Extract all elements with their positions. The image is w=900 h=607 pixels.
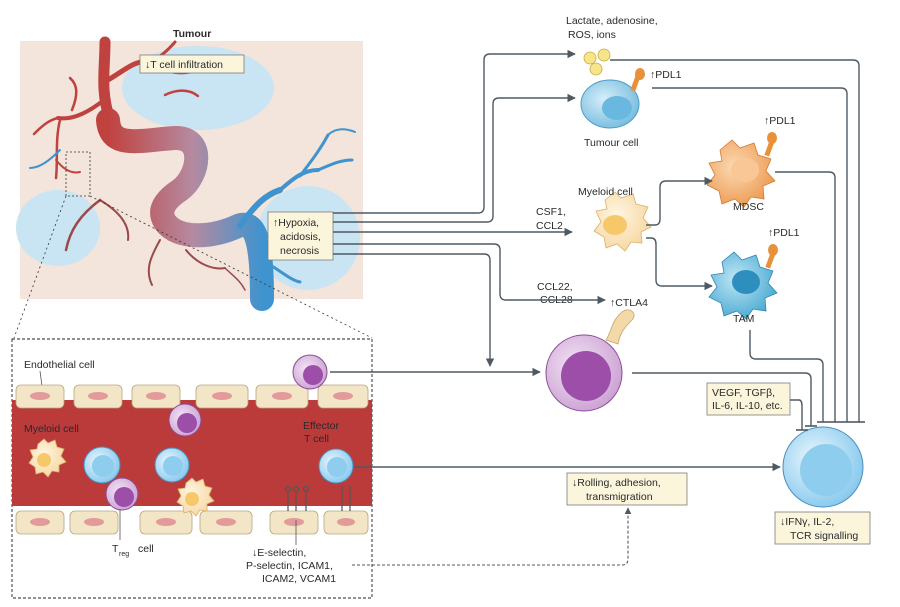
vegf-label-1: VEGF, TGFβ, bbox=[712, 387, 775, 399]
mdsc-cell: ↑PDL1 MDSC bbox=[706, 115, 796, 213]
treg-label-sub: reg bbox=[119, 551, 129, 558]
endothelial-row-top bbox=[15, 384, 369, 409]
arrows bbox=[330, 49, 865, 566]
rolling-box bbox=[566, 472, 688, 506]
effector-t-cell bbox=[318, 448, 354, 484]
hypoxia-label-1: ↑Hypoxia, bbox=[273, 217, 319, 229]
ccl22-label: CCL22, bbox=[537, 281, 573, 293]
ifn-label-1: ↓IFNγ, IL-2, bbox=[780, 516, 834, 528]
tumour-cell-label: Tumour cell bbox=[584, 137, 638, 149]
pdl1-tumour-label: ↑PDL1 bbox=[650, 69, 682, 81]
endothelial-cell-label: Endothelial cell bbox=[24, 359, 95, 371]
vein bbox=[29, 128, 356, 284]
lactate-molecules: Lactate, adenosine, ROS, ions bbox=[566, 15, 658, 76]
capillaries bbox=[64, 198, 246, 291]
tumour-panel: Tumour bbox=[16, 28, 363, 311]
effector-label-2: T cell bbox=[304, 433, 329, 445]
endothelial-row-bottom bbox=[15, 510, 369, 535]
selectin-label-1: ↓E-selectin, bbox=[252, 547, 306, 559]
zoom-line-left bbox=[13, 195, 67, 339]
zoom-region bbox=[65, 151, 91, 197]
ccl2-label: CCL2 bbox=[536, 220, 563, 232]
myeloid-cell-vessel-label: Myeloid cell bbox=[24, 423, 79, 435]
treg-label-t: T bbox=[112, 543, 119, 555]
hypoxic-region bbox=[16, 190, 100, 266]
lactate-label-1: Lactate, adenosine, bbox=[566, 15, 658, 27]
effector-t-cell bbox=[154, 447, 190, 483]
rolling-label-1: ↓Rolling, adhesion, bbox=[572, 477, 661, 489]
tam-cell: ↑PDL1 TAM bbox=[708, 227, 800, 325]
myeloid-cell-vessel bbox=[176, 477, 215, 517]
csf1-label: CSF1, bbox=[536, 206, 566, 218]
hypoxia-box bbox=[267, 211, 334, 261]
myeloid-cell-vessel bbox=[28, 438, 67, 478]
tam-label: TAM bbox=[733, 313, 754, 325]
mdsc-label: MDSC bbox=[733, 201, 764, 213]
treg-label-cell: cell bbox=[138, 543, 154, 555]
hypoxia-label-2: acidosis, bbox=[280, 231, 321, 243]
effector-label-1: Effector bbox=[303, 420, 339, 432]
treg-cell-extravasating bbox=[292, 354, 328, 390]
rolling-label-2: transmigration bbox=[586, 491, 653, 503]
selectin-label-2: P-selectin, ICAM1, bbox=[246, 560, 333, 572]
ctla4-label: ↑CTLA4 bbox=[610, 297, 648, 309]
t-cell-infiltration-label: ↓T cell infiltration bbox=[145, 59, 223, 71]
effector-t-cell-target bbox=[782, 426, 864, 508]
tumour-title: Tumour bbox=[173, 28, 211, 40]
hypoxia-label-3: necrosis bbox=[280, 245, 319, 257]
treg-cell bbox=[105, 477, 139, 511]
myeloid-cell: Myeloid cell CSF1, CCL2 bbox=[536, 186, 652, 252]
pdl1-mdsc-label: ↑PDL1 bbox=[764, 115, 796, 127]
ifn-box bbox=[774, 511, 871, 545]
tumour-cell: ↑PDL1 Tumour cell bbox=[580, 68, 682, 149]
lactate-label-2: ROS, ions bbox=[568, 29, 616, 41]
myeloid-cell-label: Myeloid cell bbox=[578, 186, 633, 198]
treg-cell bbox=[168, 403, 202, 437]
blood-vessel bbox=[96, 108, 274, 311]
vessel-inset: Endothelial cell bbox=[11, 338, 373, 599]
cytokines-box bbox=[706, 382, 791, 416]
selectin-label-3: ICAM2, VCAM1 bbox=[262, 573, 336, 585]
pdl1-tam-label: ↑PDL1 bbox=[768, 227, 800, 239]
vegf-label-2: IL-6, IL-10, etc. bbox=[712, 400, 783, 412]
t-cell-infiltration-box bbox=[139, 54, 245, 74]
ifn-label-2: TCR signalling bbox=[790, 530, 858, 542]
adhesion-molecules bbox=[284, 485, 351, 511]
effector-t-cell bbox=[83, 446, 121, 484]
